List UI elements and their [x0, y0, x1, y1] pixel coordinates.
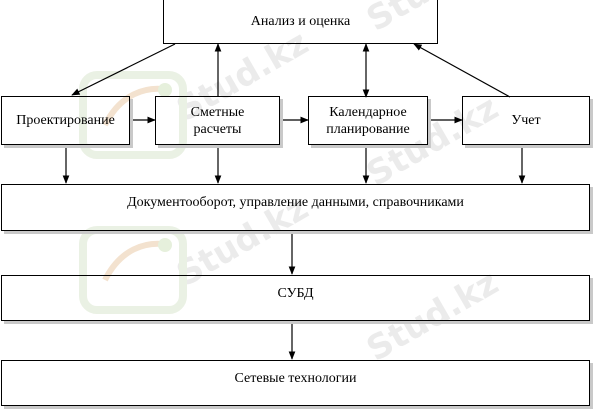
node-estimates: Сметные расчеты: [155, 96, 280, 145]
node-estimates-label: Сметные расчеты: [190, 104, 245, 137]
arrow-analysis-to-design: [71, 43, 176, 96]
node-network: Сетевые технологии: [1, 360, 590, 406]
node-dbms-label: СУБД: [277, 286, 314, 301]
node-accounting-label: Учет: [511, 113, 541, 128]
node-design: Проектирование: [1, 96, 130, 145]
node-design-label: Проектирование: [16, 113, 115, 128]
node-scheduling: Календарное планирование: [308, 96, 428, 145]
node-accounting: Учет: [462, 96, 590, 145]
node-analysis-label: Анализ и оценка: [250, 14, 351, 29]
node-analysis: Анализ и оценка: [163, 0, 438, 44]
node-dbms: СУБД: [1, 275, 590, 321]
node-docflow: Документооборот, управление данными, спр…: [1, 184, 590, 231]
node-scheduling-label: Календарное планирование: [326, 104, 410, 137]
arrow-accounting-to-analysis: [413, 43, 511, 98]
node-docflow-label: Документооборот, управление данными, спр…: [127, 195, 464, 210]
node-network-label: Сетевые технологии: [234, 371, 357, 386]
